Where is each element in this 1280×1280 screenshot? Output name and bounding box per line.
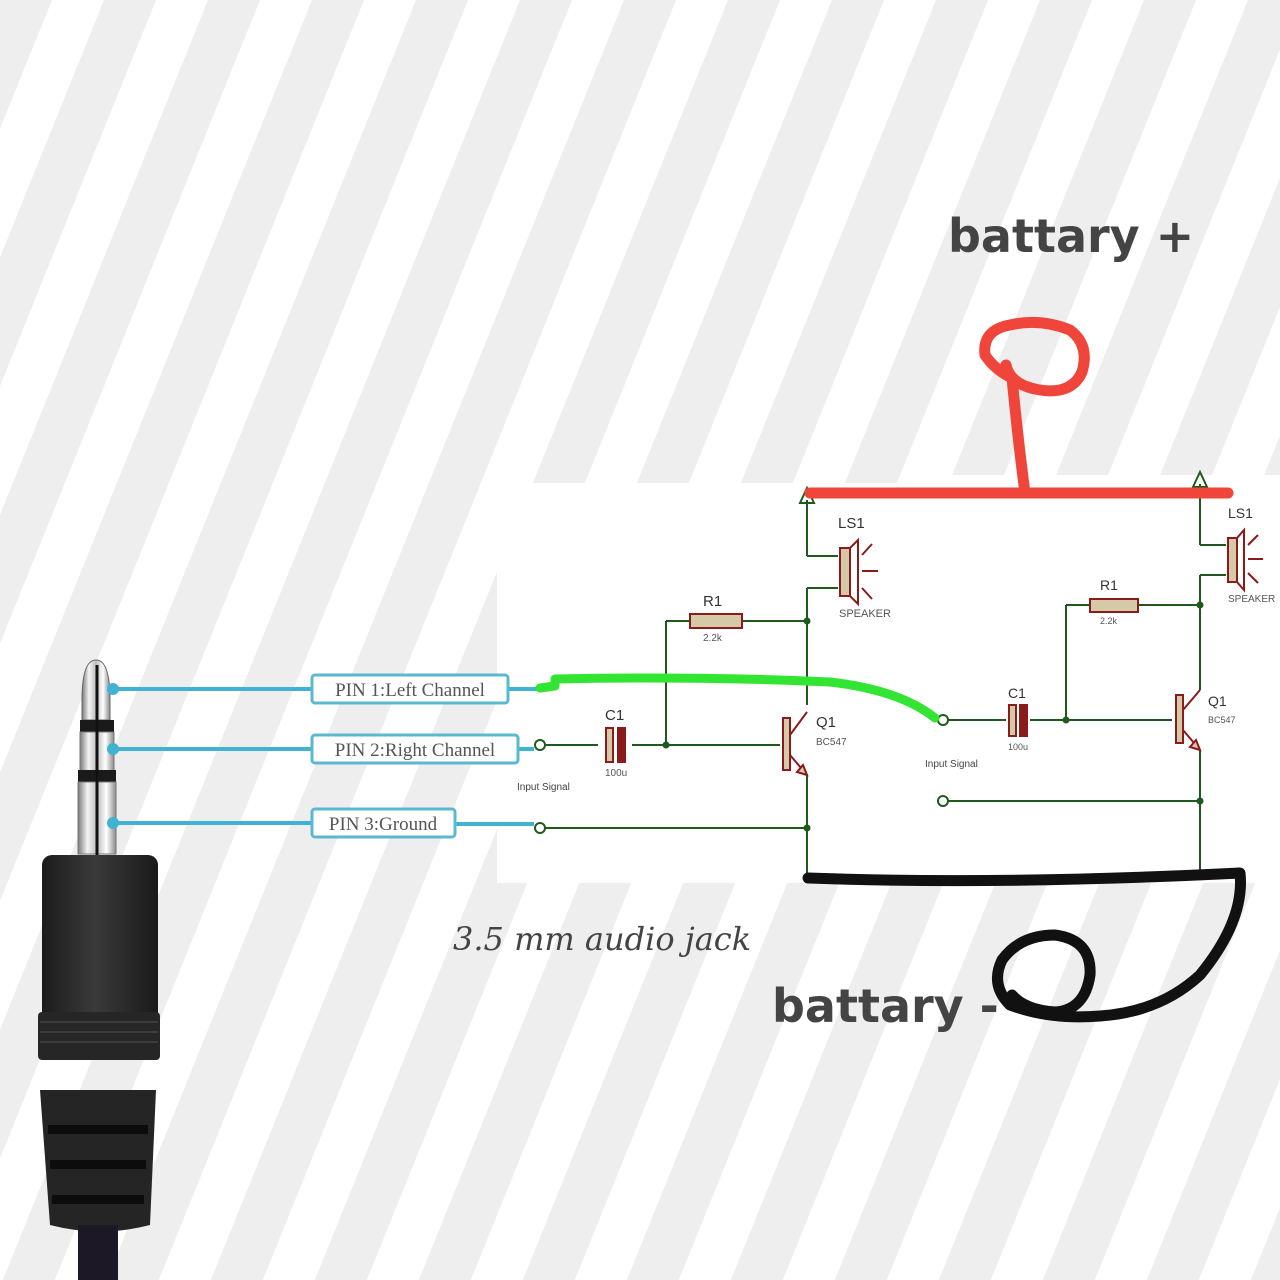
left-ground-terminal xyxy=(534,822,546,834)
battery-plus-label: battary + xyxy=(948,209,1194,263)
right-capacitor-value: 100u xyxy=(1008,742,1028,752)
right-transistor-part: BC547 xyxy=(1208,715,1236,725)
battery-minus-label: battary - xyxy=(772,979,999,1033)
left-speaker-symbol xyxy=(839,537,878,607)
left-speaker-name: SPEAKER xyxy=(839,608,891,620)
battery-plus-wire xyxy=(804,316,1234,499)
left-capacitor-symbol xyxy=(605,727,626,763)
right-resistor-ref: R1 xyxy=(1100,577,1118,593)
right-capacitor-ref: C1 xyxy=(1008,685,1026,701)
right-transistor-ref: Q1 xyxy=(1208,693,1227,709)
pin-leader-lines xyxy=(107,683,540,829)
right-resistor-symbol xyxy=(1089,598,1139,613)
battery-minus-wire xyxy=(802,867,1246,1023)
right-speaker-ref: LS1 xyxy=(1228,505,1253,521)
jack-cable xyxy=(78,1225,118,1280)
right-resistor-value: 2.2k xyxy=(1100,616,1118,626)
pin-1-label: PIN 1:Left Channel xyxy=(310,673,510,705)
left-input-terminal xyxy=(534,739,546,751)
left-transistor-part: BC547 xyxy=(816,737,847,748)
right-supply-arrow xyxy=(1191,469,1209,488)
right-amplifier-stage: LS1 SPEAKER R1 2.2k C1 100u Q1 BC547 Inp… xyxy=(925,469,1275,875)
right-speaker-name: SPEAKER xyxy=(1228,594,1275,605)
pin-3-text: PIN 3:Ground xyxy=(329,814,438,835)
pin-3-label: PIN 3:Ground xyxy=(310,807,457,839)
left-resistor-value: 2.2k xyxy=(703,633,723,644)
schematic-panel-top xyxy=(905,475,1280,487)
left-amplifier-stage: LS1 SPEAKER R1 2.2k C1 100u Q1 BC547 Inp… xyxy=(517,485,891,880)
pin-2-label: PIN 2:Right Channel xyxy=(310,733,520,765)
pin-2-text: PIN 2:Right Channel xyxy=(335,740,495,761)
caption-audio-jack: 3.5 mm audio jack xyxy=(453,920,751,958)
right-input-label: Input Signal xyxy=(925,759,978,770)
jack-grip-rings xyxy=(38,1012,160,1232)
pin-1-text: PIN 1:Left Channel xyxy=(335,680,485,701)
right-ground-terminal xyxy=(937,795,949,807)
right-speaker-symbol xyxy=(1227,527,1263,593)
left-speaker-ref: LS1 xyxy=(838,515,865,532)
left-capacitor-ref: C1 xyxy=(605,707,624,724)
left-transistor-symbol xyxy=(782,711,809,777)
right-input-terminal xyxy=(937,714,949,726)
audio-jack-plug xyxy=(38,659,160,1280)
right-capacitor-symbol xyxy=(1008,704,1028,737)
left-resistor-ref: R1 xyxy=(703,593,722,610)
left-capacitor-value: 100u xyxy=(605,768,627,779)
schematic-panel xyxy=(497,483,1280,883)
left-channel-wire xyxy=(535,673,940,723)
left-transistor-ref: Q1 xyxy=(816,714,836,731)
left-input-label: Input Signal xyxy=(517,782,570,793)
right-transistor-symbol xyxy=(1175,689,1202,752)
left-resistor-symbol xyxy=(689,613,743,629)
